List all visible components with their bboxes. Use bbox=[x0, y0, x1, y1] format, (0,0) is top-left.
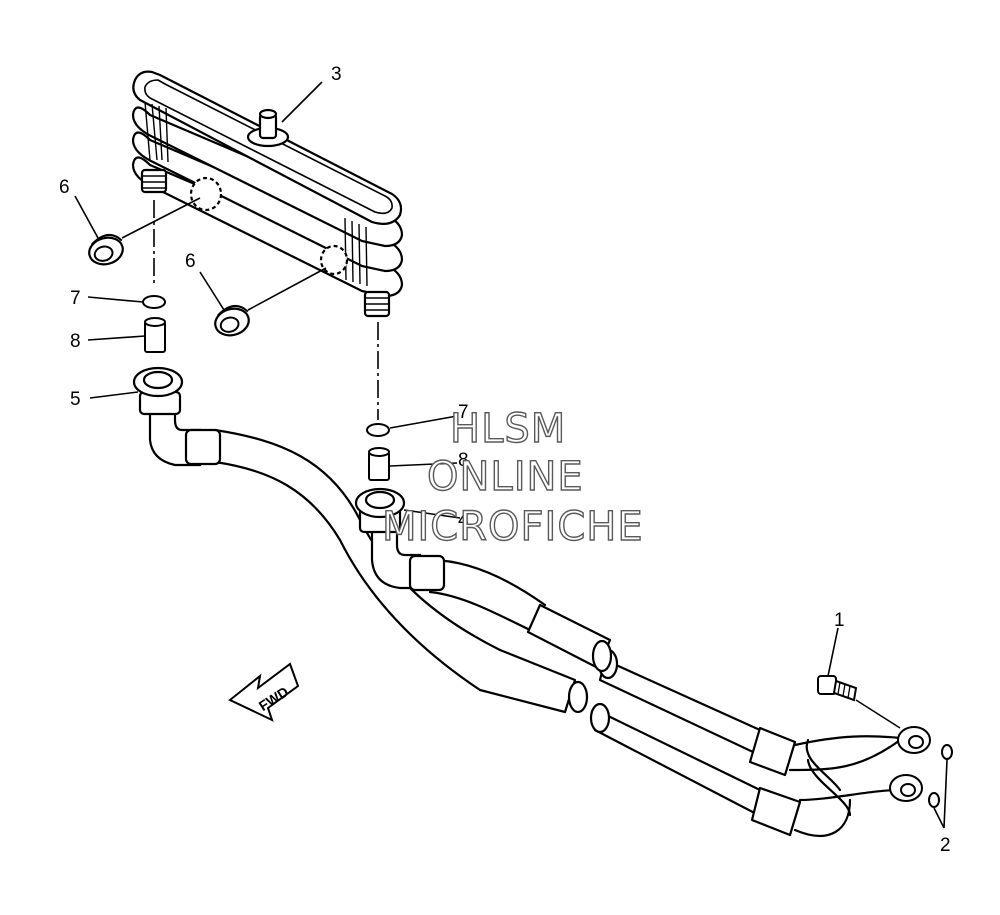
watermark-line1: HLSM bbox=[450, 406, 566, 452]
union-fitting-left bbox=[132, 366, 222, 467]
callout-1: 1 bbox=[834, 610, 845, 631]
grommet-right bbox=[210, 301, 254, 341]
watermark: HLSM ONLINE MICROFICHE bbox=[381, 405, 644, 550]
grommet-left bbox=[84, 230, 128, 270]
watermark-line3: MICROFICHE bbox=[382, 504, 644, 550]
fwd-arrow: FWD bbox=[228, 662, 300, 722]
collar-right bbox=[368, 447, 390, 481]
union-fitting-right bbox=[354, 487, 446, 592]
leader-lines bbox=[74, 81, 948, 829]
collar-left bbox=[144, 317, 166, 353]
callout-7-right: 7 bbox=[458, 402, 469, 423]
pipe-end-fittings bbox=[889, 726, 953, 808]
bolt bbox=[817, 675, 858, 702]
callout-6-left: 6 bbox=[59, 177, 70, 198]
oil-cooler bbox=[131, 70, 404, 318]
callout-8-right: 8 bbox=[458, 450, 469, 471]
callout-3: 3 bbox=[331, 64, 342, 85]
callout-8-left: 8 bbox=[70, 331, 81, 352]
o-ring-left bbox=[142, 295, 166, 309]
callout-5: 5 bbox=[70, 389, 81, 410]
callout-4: 4 bbox=[458, 510, 469, 531]
callout-7-left: 7 bbox=[70, 288, 81, 309]
o-ring-right bbox=[366, 423, 390, 437]
oil-hoses bbox=[213, 428, 902, 837]
watermark-line2: ONLINE bbox=[427, 454, 584, 500]
callout-6-right: 6 bbox=[185, 251, 196, 272]
callout-2: 2 bbox=[940, 835, 951, 856]
